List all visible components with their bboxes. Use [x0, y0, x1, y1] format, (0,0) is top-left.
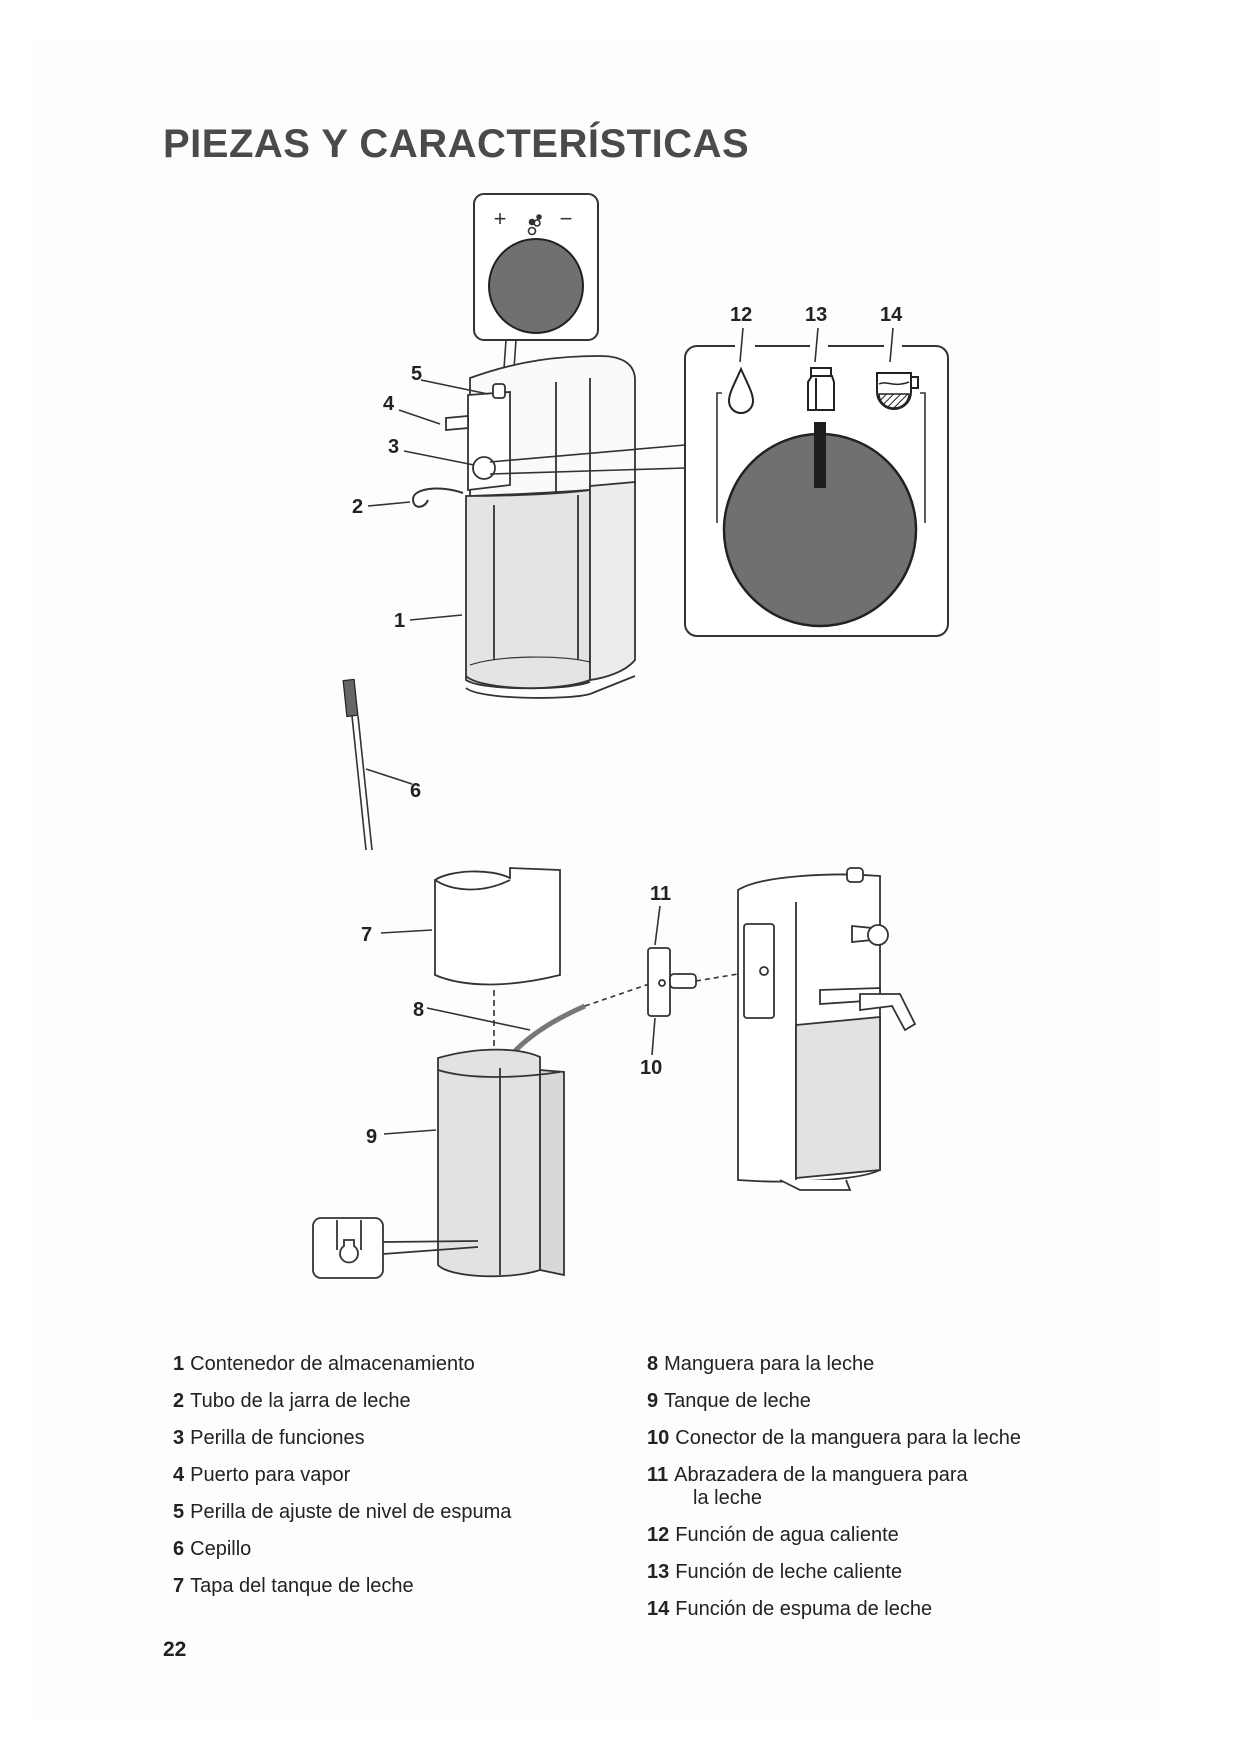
milk-carton-icon: [807, 367, 835, 411]
foam-knob-illustration: [488, 238, 584, 334]
callout-2: 2: [352, 496, 363, 518]
foam-bubbles-icon: [527, 214, 542, 236]
callout-1: 1: [394, 610, 405, 632]
callout-3: 3: [388, 436, 399, 458]
foam-plus-symbol: +: [494, 206, 507, 231]
milk-tank-illustration: [437, 1048, 565, 1278]
frother-base-illustration: [737, 867, 917, 1191]
knob-pointer: [814, 422, 826, 488]
function-knob-inset: [684, 327, 949, 637]
callout-14: 14: [880, 304, 903, 326]
parts-diagram: + −: [312, 193, 949, 1279]
callout-7: 7: [361, 924, 372, 946]
callout-9: 9: [366, 1126, 377, 1148]
callout-11: 11: [650, 883, 671, 905]
page-number: 22: [163, 1638, 187, 1661]
milk-tank-lid-illustration: [434, 867, 561, 986]
milk-frother-assembled: [412, 355, 686, 699]
hose-inlet-inset: [312, 1217, 479, 1279]
brush-illustration: [342, 678, 373, 851]
callout-4: 4: [383, 393, 395, 415]
foam-cup-icon: [876, 372, 919, 410]
callout-5: 5: [411, 363, 422, 385]
foam-minus-symbol: −: [560, 206, 573, 231]
callout-10: 10: [640, 1057, 662, 1079]
water-drop-icon: [727, 366, 755, 414]
callout-6: 6: [410, 780, 421, 802]
callout-12: 12: [730, 304, 752, 326]
page-title: PIEZAS Y CARACTERÍSTICAS: [163, 122, 750, 166]
hose-clamp-illustration: [647, 947, 697, 1017]
callout-8: 8: [413, 999, 424, 1021]
foam-level-inset: + −: [473, 193, 599, 384]
leader-lines: [365, 379, 661, 1135]
callout-13: 13: [805, 304, 827, 326]
